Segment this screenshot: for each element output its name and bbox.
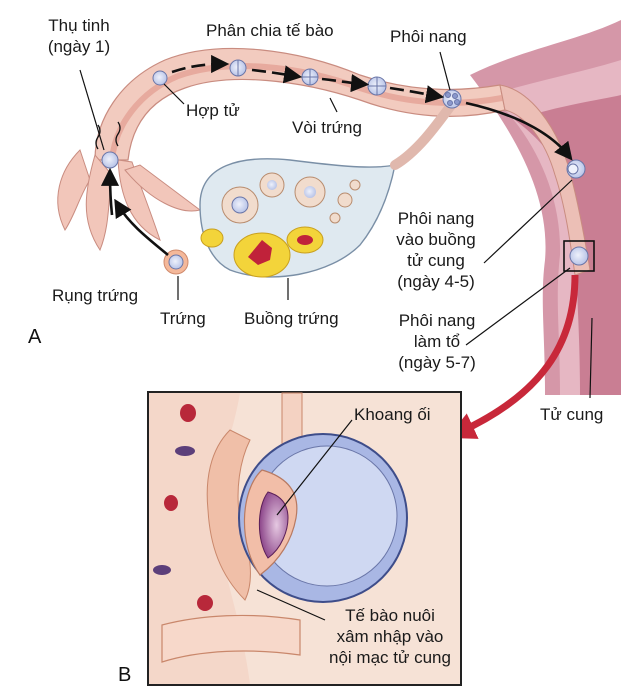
fimbriae bbox=[57, 149, 202, 252]
uterine-cavity bbox=[515, 95, 621, 395]
uterine-gland bbox=[161, 614, 301, 663]
path-arrows bbox=[100, 54, 573, 256]
label-trophoblast: Tế bào nuôi xâm nhập vào nội mạc tử cung bbox=[329, 606, 451, 667]
dividing-cells bbox=[152, 59, 589, 266]
implantation-box bbox=[563, 240, 595, 272]
label-blastocyst-enters-uterus: Phôi nang vào buồng tử cung (ngày 4-5) bbox=[396, 209, 476, 291]
pointer-lines-b bbox=[256, 419, 353, 621]
label-ovulation: Rụng trứng bbox=[52, 286, 139, 305]
zoom-arrow bbox=[447, 274, 579, 439]
endometrium bbox=[149, 393, 250, 684]
label-cell-division: Phân chia tế bào bbox=[206, 21, 334, 40]
trophoblast-invasion bbox=[206, 429, 251, 601]
pointer-lines bbox=[79, 51, 593, 399]
label-implantation: Phôi nang làm tổ (ngày 5-7) bbox=[398, 311, 476, 372]
label-oviduct: Vòi trứng bbox=[292, 118, 362, 137]
label-uterus: Tử cung bbox=[540, 405, 604, 424]
blood-cells bbox=[153, 404, 213, 611]
label-egg: Trứng bbox=[160, 309, 206, 328]
panel-a-letter: A bbox=[28, 326, 42, 348]
label-zygote: Hợp tử bbox=[186, 101, 240, 120]
amniotic-cavity bbox=[258, 491, 289, 559]
label-ovary: Buồng trứng bbox=[244, 309, 339, 328]
label-blastocyst: Phôi nang bbox=[390, 27, 467, 46]
label-fertilization: Thụ tinh (ngày 1) bbox=[47, 16, 111, 56]
follicles bbox=[200, 172, 361, 278]
panel-a-illustration bbox=[57, 20, 621, 399]
egg-ovulated bbox=[163, 249, 189, 275]
panel-b-illustration bbox=[147, 391, 462, 686]
panel-b-letter: B bbox=[118, 664, 132, 686]
label-amniotic-cavity: Khoang ối bbox=[354, 405, 431, 424]
